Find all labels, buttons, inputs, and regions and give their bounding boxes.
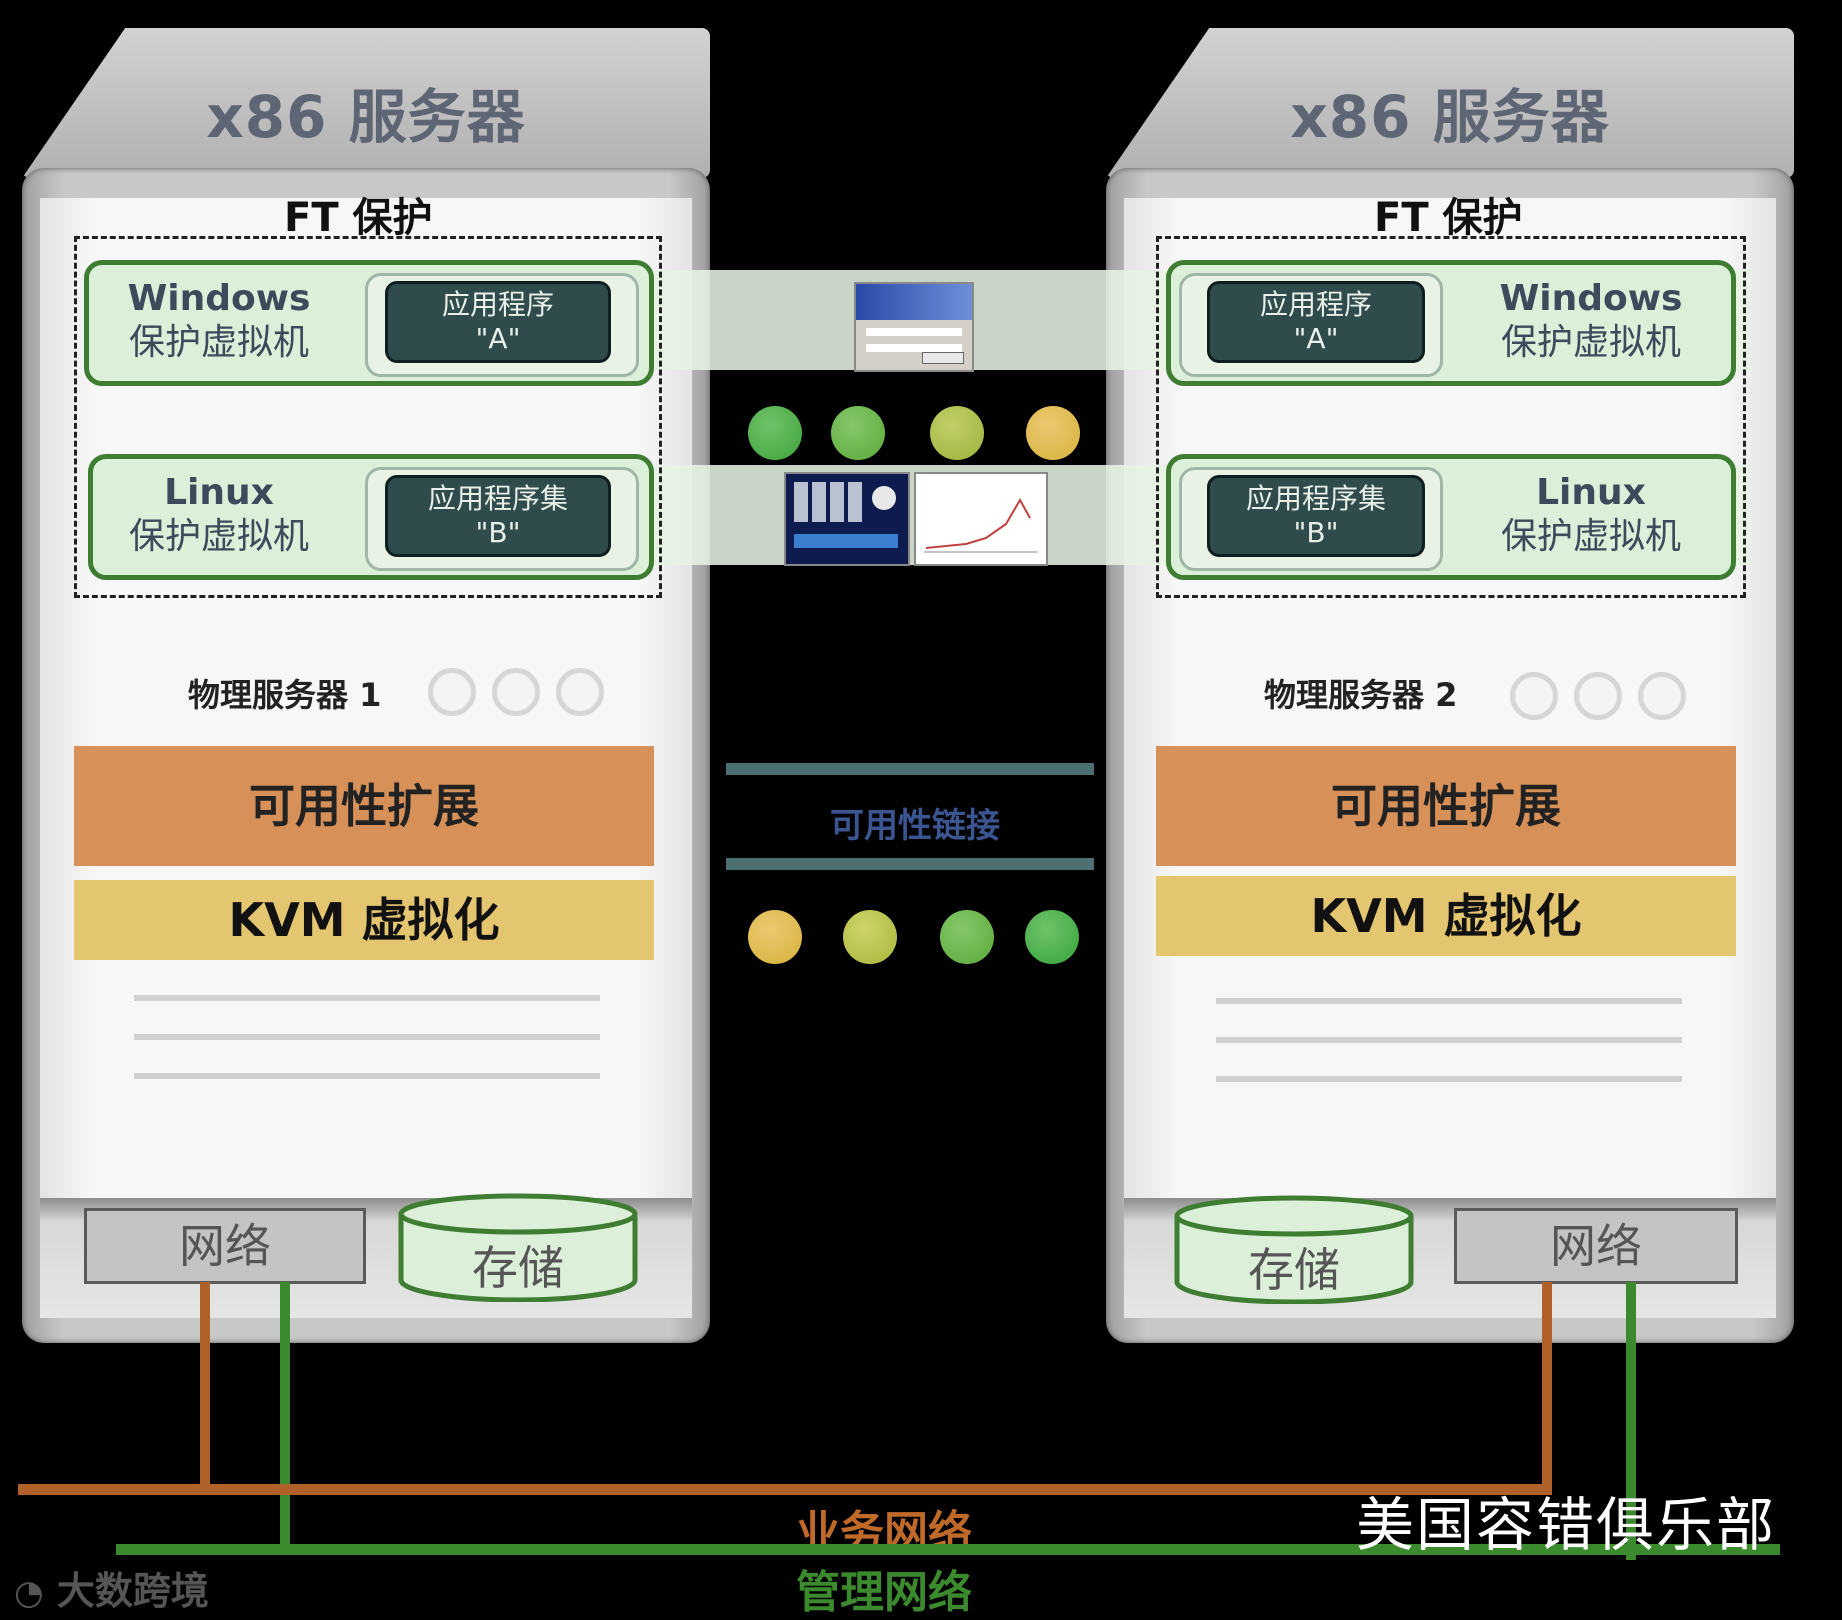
storage-label: 存储 xyxy=(1174,1234,1414,1300)
server-title: x86 服务器 xyxy=(22,70,710,154)
kvm-virtualization-band: KVM 虚拟化 xyxy=(1156,876,1736,956)
windows-vm: 应用程序 "A" Windows 保护虚拟机 xyxy=(1166,260,1736,386)
availability-extension-band: 可用性扩展 xyxy=(1156,746,1736,866)
physical-server-label: 物理服务器 1 xyxy=(188,670,381,716)
app-name: 应用程序集 xyxy=(1210,482,1422,516)
physical-server-label: 物理服务器 2 xyxy=(1264,670,1457,716)
app-name: 应用程序集 xyxy=(388,482,608,516)
status-led xyxy=(1574,672,1622,720)
linux-vm: Linux 保护虚拟机 应用程序集 "B" xyxy=(88,454,654,580)
storage-label: 存储 xyxy=(398,1232,638,1298)
app-name: 应用程序 xyxy=(1210,288,1422,322)
vm-type-label: 保护虚拟机 xyxy=(109,321,329,365)
business-network-bus xyxy=(18,1484,1552,1495)
watermark-icon: ◔ xyxy=(14,1573,44,1613)
network-box: 网络 xyxy=(1454,1208,1738,1284)
drive-slot xyxy=(1216,1037,1682,1043)
watermark-logo-text: ◔ 大数跨境 xyxy=(14,1560,209,1615)
application-set-b: 应用程序集 "B" xyxy=(1207,475,1425,557)
trend-chart-icon xyxy=(916,474,1046,564)
status-dot xyxy=(843,910,897,964)
drive-slot xyxy=(1216,998,1682,1004)
vm-os-name: Windows xyxy=(1471,277,1711,321)
linux-dashboard-screenshot xyxy=(784,472,910,566)
storage-cylinder: 存储 xyxy=(398,1192,638,1302)
status-led xyxy=(556,668,604,716)
availability-link-line-top xyxy=(726,763,1094,775)
linux-vm: 应用程序集 "B" Linux 保护虚拟机 xyxy=(1166,454,1736,580)
status-led xyxy=(428,668,476,716)
status-dot xyxy=(831,406,885,460)
application-a: 应用程序 "A" xyxy=(385,281,611,363)
business-network-wire xyxy=(1542,1282,1552,1486)
watermark-text: 大数跨境 xyxy=(57,1569,209,1613)
app-id: "A" xyxy=(1210,322,1422,356)
availability-extension-band: 可用性扩展 xyxy=(74,746,654,866)
vm-os-name: Linux xyxy=(1471,471,1711,515)
club-name: 美国容错俱乐部 xyxy=(1356,1478,1776,1562)
windows-vm-label: Windows 保护虚拟机 xyxy=(109,277,329,365)
status-led xyxy=(1510,672,1558,720)
vm-os-name: Windows xyxy=(109,277,329,321)
linux-vm-label: Linux 保护虚拟机 xyxy=(109,471,329,559)
ft-protection-title: FT 保护 xyxy=(284,185,433,243)
app-name: 应用程序 xyxy=(388,288,608,322)
status-dot xyxy=(940,910,994,964)
application-a: 应用程序 "A" xyxy=(1207,281,1425,363)
app-id: "B" xyxy=(1210,516,1422,550)
network-box: 网络 xyxy=(84,1208,366,1284)
windows-app-screenshot xyxy=(854,282,974,372)
status-dot xyxy=(930,406,984,460)
server-title: x86 服务器 xyxy=(1106,70,1794,154)
management-network-label: 管理网络 xyxy=(796,1556,972,1620)
drive-slot xyxy=(134,995,600,1001)
windows-vm: Windows 保护虚拟机 应用程序 "A" xyxy=(84,260,654,386)
status-dot xyxy=(1026,406,1080,460)
kvm-virtualization-band: KVM 虚拟化 xyxy=(74,880,654,960)
windows-vm-label: Windows 保护虚拟机 xyxy=(1471,277,1711,365)
management-network-wire xyxy=(280,1282,290,1546)
availability-link-line-bottom xyxy=(726,858,1094,870)
vm-type-label: 保护虚拟机 xyxy=(1471,515,1711,559)
drive-slot xyxy=(1216,1076,1682,1082)
availability-link-label: 可用性链接 xyxy=(830,798,1000,847)
app-id: "B" xyxy=(388,516,608,550)
status-led xyxy=(1638,672,1686,720)
app-id: "A" xyxy=(388,322,608,356)
vm-os-name: Linux xyxy=(109,471,329,515)
trend-chart-screenshot xyxy=(914,472,1048,566)
application-set-b: 应用程序集 "B" xyxy=(385,475,611,557)
drive-slot xyxy=(134,1073,600,1079)
status-dot xyxy=(1025,910,1079,964)
vm-type-label: 保护虚拟机 xyxy=(1471,321,1711,365)
status-led xyxy=(492,668,540,716)
drive-slot xyxy=(134,1034,600,1040)
storage-cylinder: 存储 xyxy=(1174,1194,1414,1304)
status-dot xyxy=(748,910,802,964)
ft-protection-title: FT 保护 xyxy=(1374,185,1523,243)
linux-vm-label: Linux 保护虚拟机 xyxy=(1471,471,1711,559)
vm-type-label: 保护虚拟机 xyxy=(109,515,329,559)
business-network-wire xyxy=(200,1282,210,1486)
status-dot xyxy=(748,406,802,460)
